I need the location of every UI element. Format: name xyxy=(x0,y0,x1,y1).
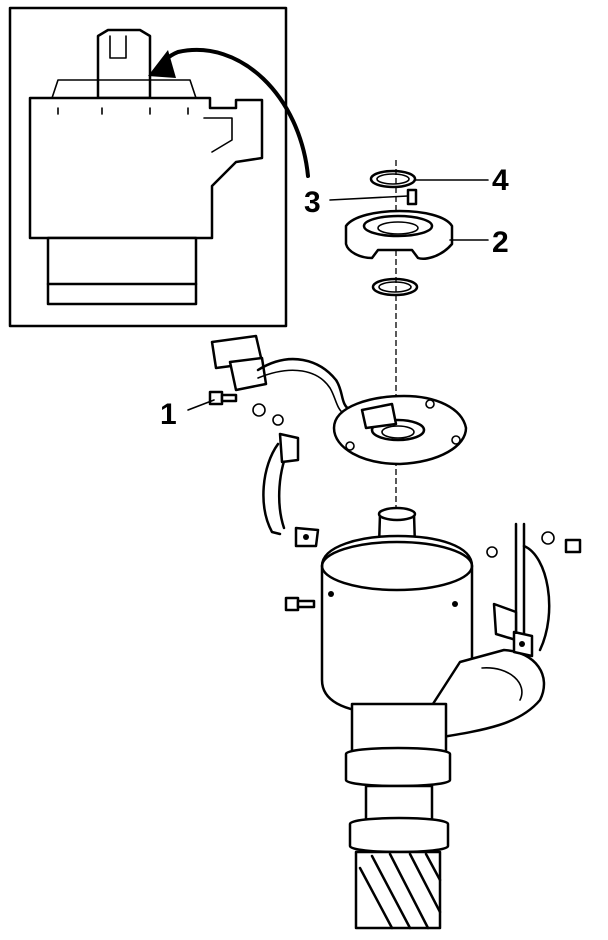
leader-3 xyxy=(329,195,409,201)
locating-pin xyxy=(406,188,418,206)
screw-body-left xyxy=(284,596,316,612)
washer-left xyxy=(252,403,284,426)
inset-spring-clip xyxy=(51,79,197,99)
callout-1: 1 xyxy=(160,398,177,431)
inset-housing xyxy=(28,96,264,240)
pickup-plate xyxy=(332,394,468,466)
support-plate xyxy=(344,209,454,260)
inset-shaft-tip xyxy=(96,28,152,100)
screw-1 xyxy=(208,390,238,406)
callout-2: 2 xyxy=(492,226,509,259)
inset-detail xyxy=(8,6,310,328)
snap-ring-lower xyxy=(371,277,419,297)
clamp-strap-right xyxy=(492,522,551,658)
snap-ring-top xyxy=(369,169,417,189)
clamp-strap-left xyxy=(262,432,320,548)
callout-3: 3 xyxy=(304,186,321,219)
screws-right xyxy=(486,531,582,558)
inset-frame xyxy=(8,6,288,328)
callout-4: 4 xyxy=(492,164,509,197)
distributor-housing xyxy=(320,506,546,930)
wire-connector xyxy=(210,334,352,415)
leader-1 xyxy=(187,399,215,411)
inset-collar xyxy=(46,236,198,306)
